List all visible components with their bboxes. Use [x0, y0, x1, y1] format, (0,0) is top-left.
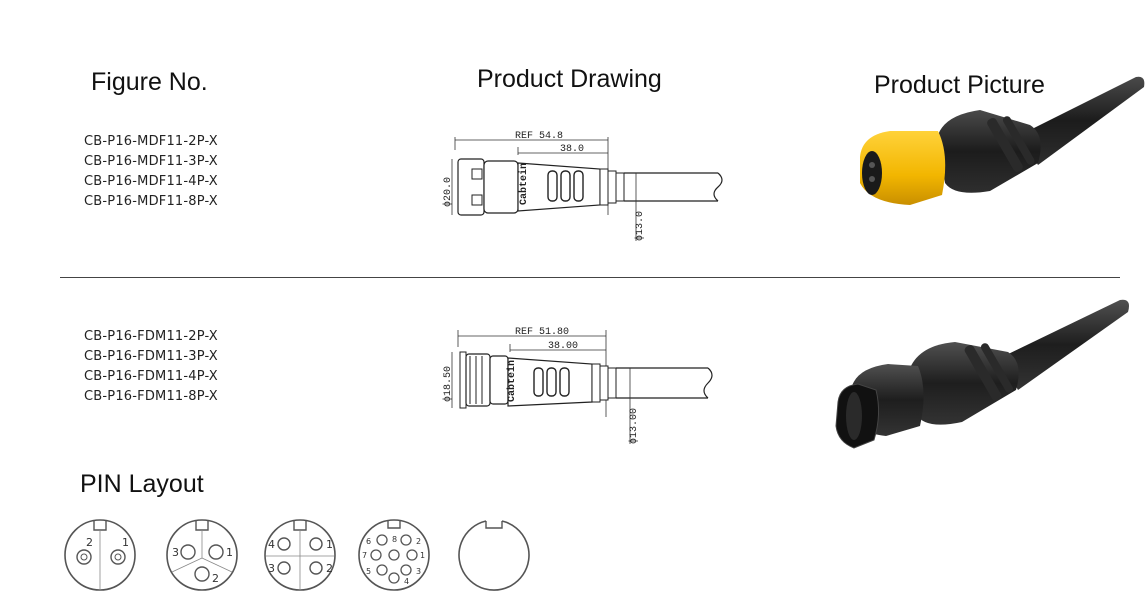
- figure-code: CB-P16-FDM11-4P-X: [84, 369, 218, 384]
- pin-layout-2p: 2 1: [64, 519, 136, 591]
- pin-label: 1: [420, 551, 425, 560]
- dim-ref: REF 54.8: [515, 131, 563, 142]
- pin-layout-4p: 4 1 3 2: [264, 519, 336, 591]
- header-figure-no: Figure No.: [91, 68, 208, 96]
- product-picture-mdf: [860, 76, 1145, 205]
- pin-label: 3: [172, 546, 179, 559]
- pin-label: 5: [366, 567, 371, 576]
- pin-label: 3: [268, 562, 275, 575]
- header-pin-layout: PIN Layout: [80, 470, 204, 498]
- pin-label: 2: [212, 572, 219, 585]
- pin-label: 6: [366, 537, 371, 546]
- figure-codes-fdm: CB-P16-FDM11-2P-X CB-P16-FDM11-3P-X CB-P…: [84, 327, 218, 407]
- figure-code: CB-P16-MDF11-2P-X: [84, 134, 218, 149]
- pin-label: 1: [326, 538, 333, 551]
- product-picture-fdm: [835, 299, 1129, 449]
- pin-label: 1: [226, 546, 233, 559]
- pin-label: 3: [416, 567, 421, 576]
- section-divider: [60, 277, 1120, 278]
- dim-length: 38.00: [548, 341, 578, 352]
- pin-label: 2: [86, 536, 93, 549]
- figure-code: CB-P16-FDM11-8P-X: [84, 389, 218, 404]
- drawing-brand: Cabtein: [518, 163, 530, 205]
- pin-label: 2: [416, 537, 421, 546]
- pin-layout-3p: 3 1 2: [166, 519, 238, 591]
- product-drawing-mdf: REF 54.8 38.0 Cabtein ϕ20.0 ϕ13.0: [442, 131, 723, 241]
- pin-label: 2: [326, 562, 333, 575]
- figure-code: CB-P16-FDM11-3P-X: [84, 349, 218, 364]
- dim-dia-head: ϕ20.0: [442, 177, 454, 207]
- accent-coupling: [860, 131, 946, 205]
- pin-label: 7: [362, 551, 367, 560]
- figure-codes-mdf: CB-P16-MDF11-2P-X CB-P16-MDF11-3P-X CB-P…: [84, 132, 218, 212]
- pin-layout-row: 2 1 3 1 2 4 1 3 2: [64, 519, 530, 591]
- pin-layout-8p: 6 8 2 7 1 5 3 4: [358, 519, 430, 591]
- pin-label: 4: [268, 538, 275, 551]
- pin-label: 4: [404, 577, 409, 586]
- dim-ref: REF 51.80: [515, 327, 569, 338]
- pin-layout-outline: [458, 520, 530, 591]
- figure-code: CB-P16-MDF11-8P-X: [84, 194, 218, 209]
- dim-dia-cable: ϕ13.0: [634, 211, 646, 241]
- drawing-brand: Cabtein: [506, 360, 518, 402]
- figure-code: CB-P16-MDF11-4P-X: [84, 174, 218, 189]
- dim-dia-cable: ϕ13.00: [628, 408, 640, 444]
- pin-label: 1: [122, 536, 129, 549]
- product-drawing-fdm: REF 51.80 38.00 Cabtein ϕ18.50 ϕ13.00: [442, 327, 713, 444]
- figure-code: CB-P16-FDM11-2P-X: [84, 329, 218, 344]
- dim-dia-head: ϕ18.50: [442, 366, 454, 402]
- figure-code: CB-P16-MDF11-3P-X: [84, 154, 218, 169]
- header-product-drawing: Product Drawing: [477, 65, 662, 93]
- header-product-picture: Product Picture: [874, 71, 1045, 99]
- dim-length: 38.0: [560, 144, 584, 155]
- pin-label: 8: [392, 535, 397, 544]
